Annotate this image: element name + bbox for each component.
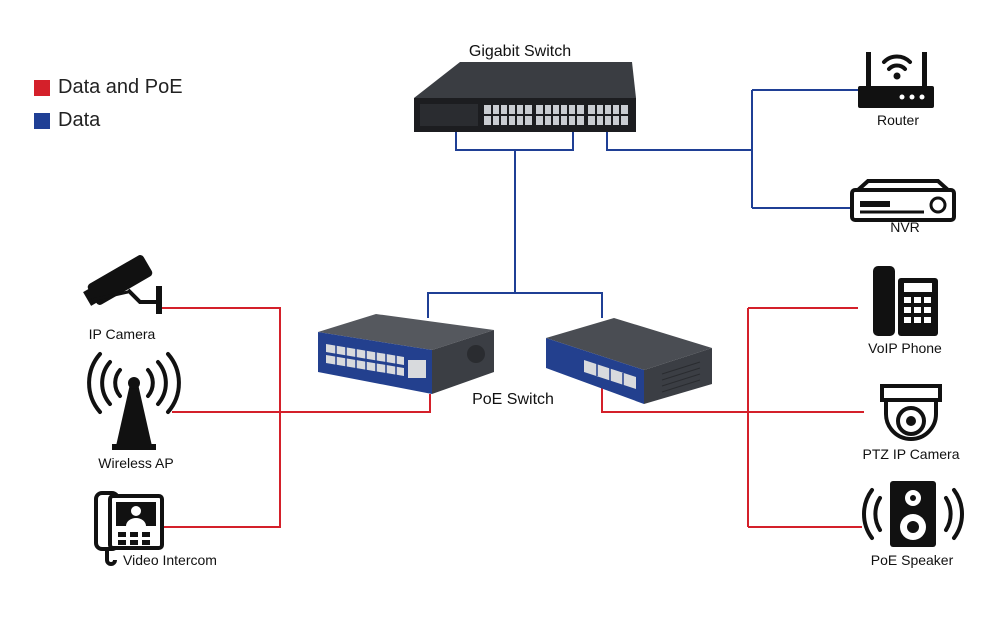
legend-swatch-blue <box>34 112 50 129</box>
nvr-icon <box>850 179 956 222</box>
gigabit-switch-label: Gigabit Switch <box>468 43 572 60</box>
video-intercom-label: Video Intercom <box>123 552 217 568</box>
poe-speaker-label: PoE Speaker <box>870 552 954 568</box>
router-icon <box>858 52 934 108</box>
voip-phone-icon <box>873 266 938 336</box>
poe-switch-label: PoE Switch <box>472 391 554 408</box>
voip-phone-label: VoIP Phone <box>868 340 942 356</box>
data-links <box>427 89 858 318</box>
ptz-ip-camera-label: PTZ IP Camera <box>862 446 960 462</box>
legend-label-data: Data <box>58 109 101 131</box>
legend-item-data: Data <box>34 109 100 132</box>
ptz-camera-icon <box>880 384 942 441</box>
wireless-ap-icon <box>87 352 181 450</box>
poe-links <box>158 307 864 528</box>
poe-switch-24-port <box>318 314 494 394</box>
legend-label-data-and-poe: Data and PoE <box>58 76 183 98</box>
router-label: Router <box>876 112 920 128</box>
wireless-ap-label: Wireless AP <box>98 455 174 471</box>
speaker-icon <box>862 481 964 547</box>
ip-camera-label: IP Camera <box>88 326 156 342</box>
legend-item-data-and-poe: Data and PoE <box>34 76 183 99</box>
gigabit-switch <box>414 62 636 132</box>
nvr-label: NVR <box>890 219 920 235</box>
poe-switch-4-port <box>546 318 712 404</box>
ip-camera-icon <box>83 255 162 314</box>
video-intercom-icon <box>94 491 164 566</box>
legend-swatch-red <box>34 79 50 96</box>
